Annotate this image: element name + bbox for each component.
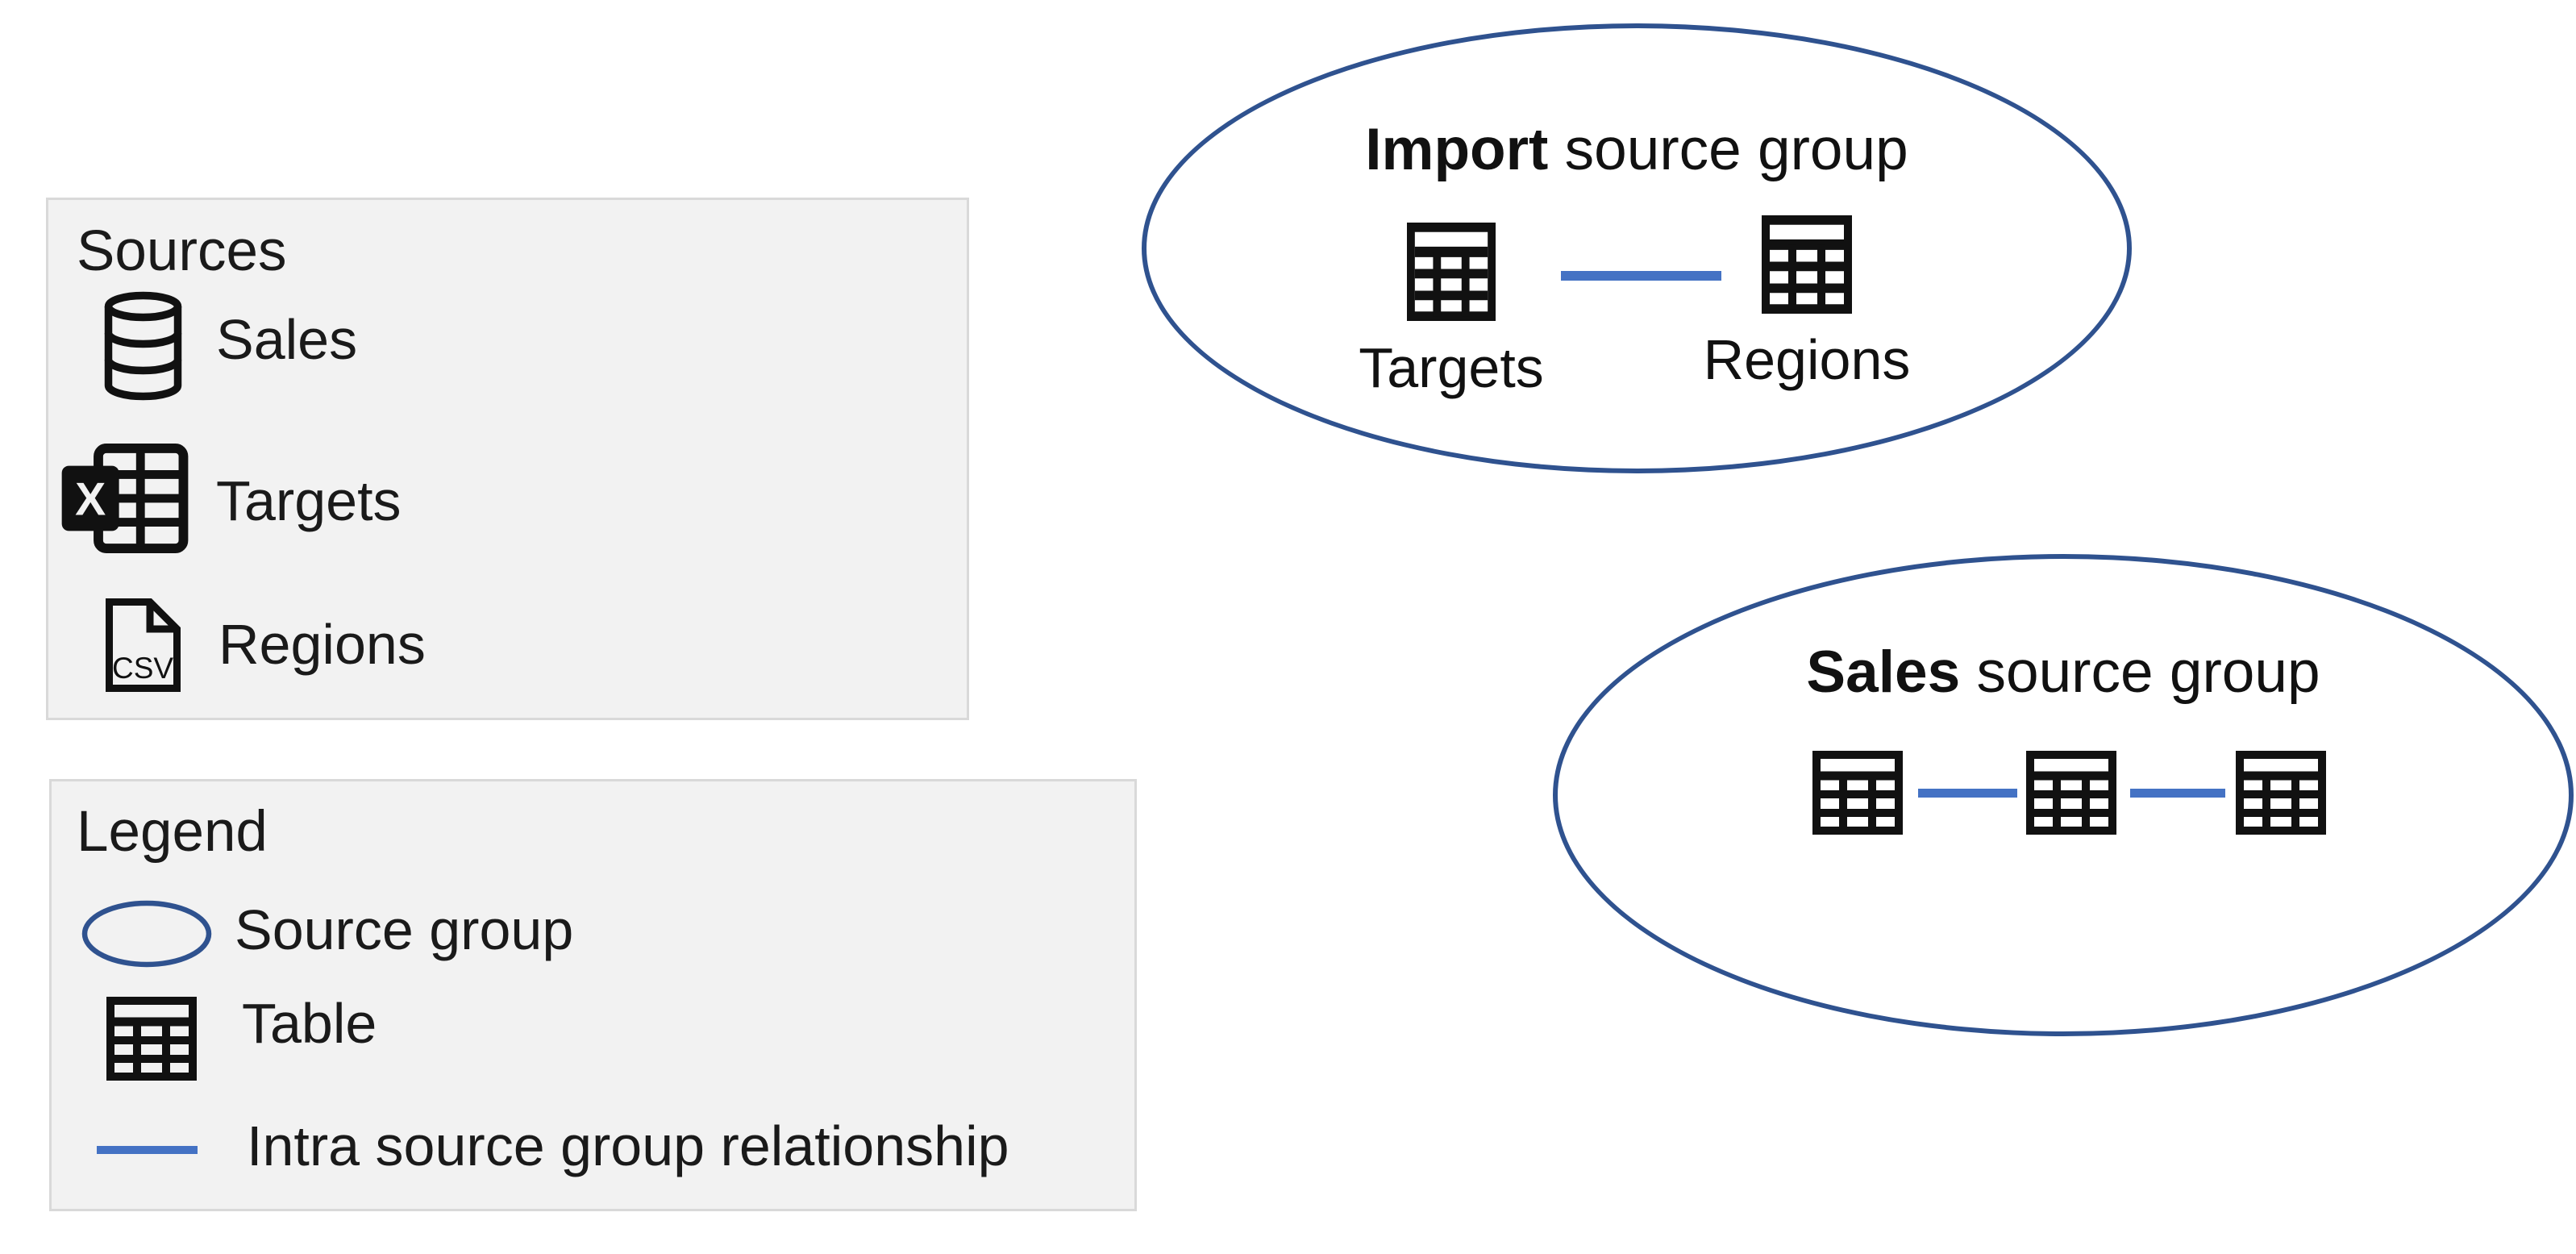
legend-item-label-source-group: Source group (235, 898, 574, 961)
table-icon-3 (2236, 751, 2326, 835)
sources-panel-title: Sources (77, 219, 287, 283)
database-icon (104, 291, 182, 401)
import-source-group-title: Import source group (1147, 117, 2127, 182)
import-source-group-title-bold: Import (1365, 117, 1549, 182)
sources-panel: Sources Sales X Targets CSV Regions (46, 198, 969, 720)
legend-item-label-table: Table (242, 992, 377, 1055)
table-icon-regions (1762, 215, 1852, 314)
excel-x-letter: X (75, 474, 106, 526)
sales-source-group-title: Sales source group (1558, 639, 2569, 705)
import-source-group-title-rest: source group (1548, 117, 1908, 182)
csv-file-label: CSV (112, 652, 173, 685)
table-label-targets: Targets (1359, 336, 1544, 399)
legend-panel-title: Legend (77, 800, 268, 864)
table-icon-targets (1407, 223, 1496, 321)
table-label-regions: Regions (1703, 328, 1911, 391)
source-item-label-regions: Regions (218, 613, 426, 676)
table-icon (106, 997, 198, 1081)
table-icon-1 (1812, 751, 1903, 835)
import-source-group: Import source group Targets Regions (1142, 23, 2132, 473)
table-icon-2 (2026, 751, 2116, 835)
sales-source-group: Sales source group (1553, 554, 2574, 1036)
source-item-label-targets: Targets (216, 469, 402, 532)
source-group-ellipse-icon (81, 900, 212, 968)
csv-file-icon: CSV (106, 598, 181, 692)
source-item-label-sales: Sales (216, 308, 358, 371)
intra-relationship-line (1561, 271, 1721, 281)
relationship-line-icon (97, 1146, 198, 1154)
excel-icon: X (61, 443, 189, 554)
legend-item-label-relationship: Intra source group relationship (247, 1114, 1009, 1177)
intra-relationship-line-2 (2130, 789, 2225, 798)
legend-panel: Legend Source group Table Intra source g… (49, 779, 1137, 1211)
sales-source-group-title-rest: source group (1960, 639, 2320, 705)
intra-relationship-line-1 (1918, 789, 2017, 798)
sales-source-group-title-bold: Sales (1806, 639, 1961, 705)
